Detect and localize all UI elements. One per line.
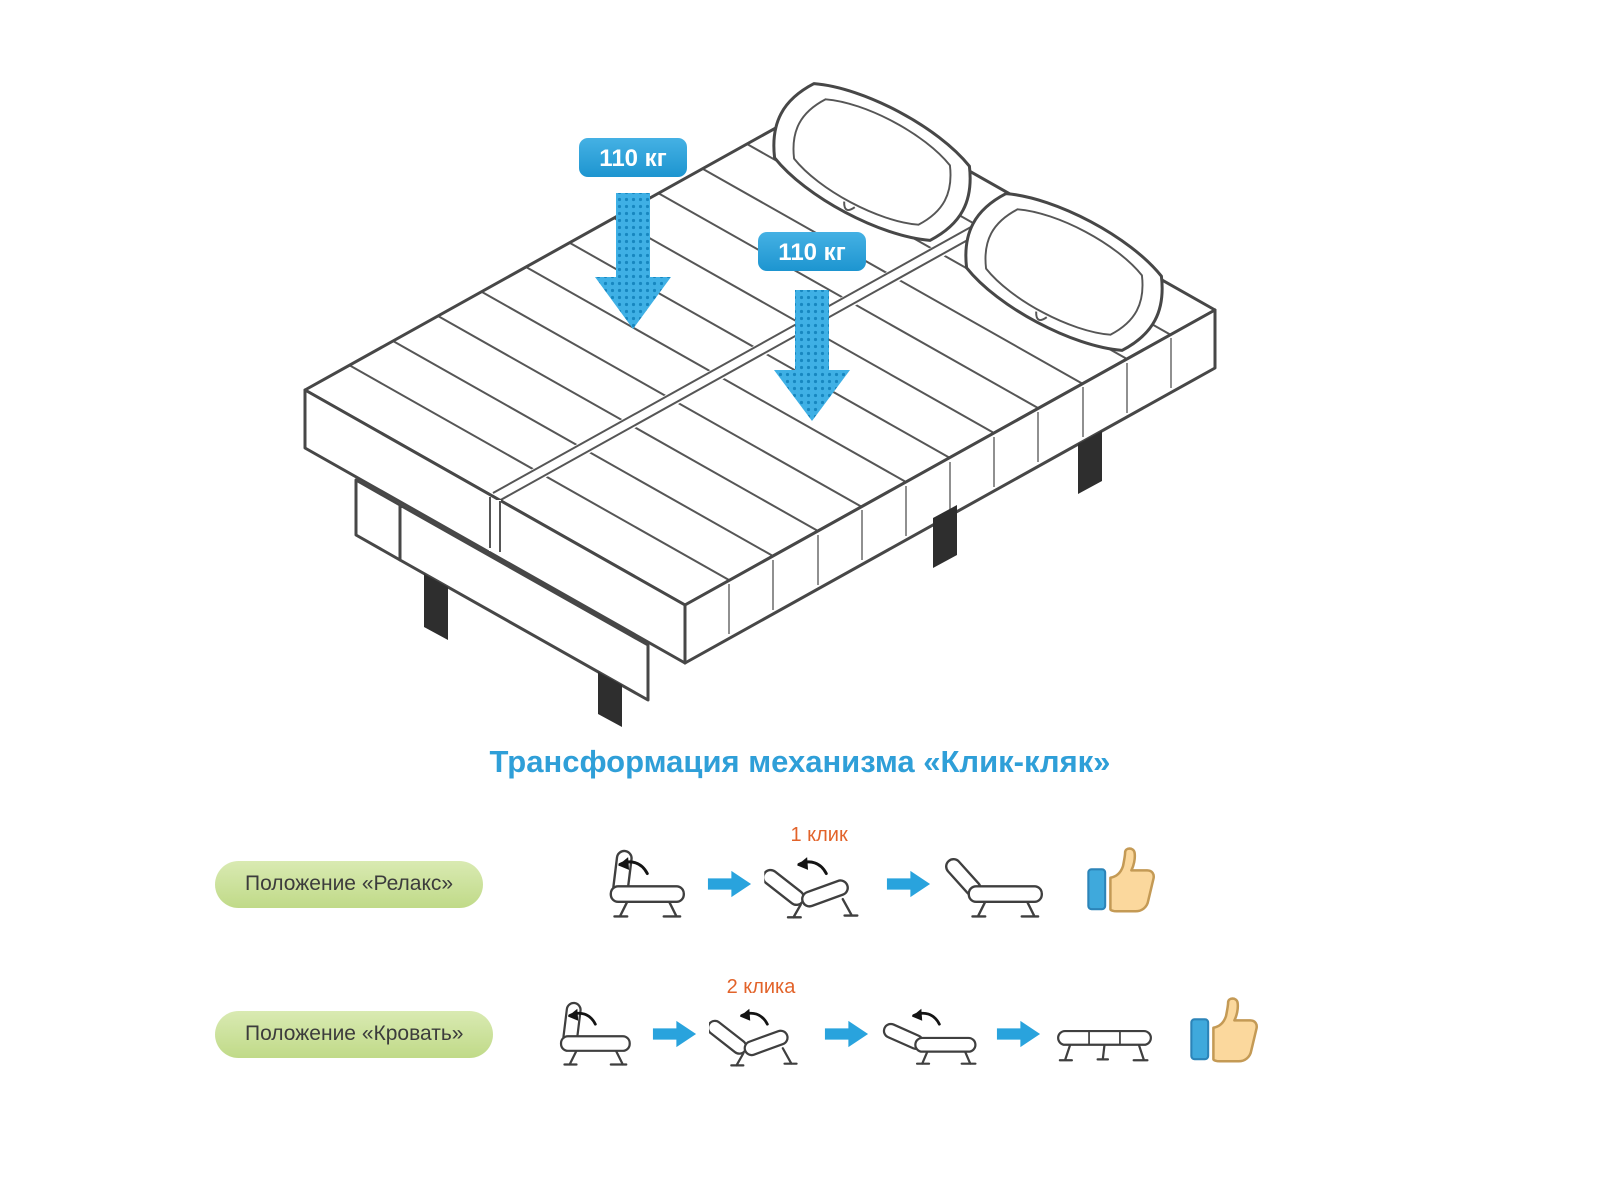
sofa-open-wide-icon xyxy=(881,1000,984,1069)
sofa-half-open-icon xyxy=(709,1000,812,1069)
pillow-icon xyxy=(772,82,972,242)
weight-badge: 110 кг xyxy=(758,232,866,271)
diagram-title: Трансформация механизма «Клик-кляк» xyxy=(489,744,1111,779)
down-arrow-icon xyxy=(595,193,671,329)
position-badge-label: Положение «Кровать» xyxy=(245,1022,464,1045)
click-count-label: 1 клик xyxy=(790,823,848,846)
position-badge-relax: Положение «Релакс» xyxy=(215,860,484,908)
arrow-right-icon xyxy=(652,1019,697,1049)
sofa-relax-icon xyxy=(943,848,1053,921)
sofa-closed-icon xyxy=(585,848,695,921)
down-arrow-icon xyxy=(774,290,850,421)
bed-flat-icon xyxy=(1053,1000,1156,1069)
step-with-click-label: 1 клик xyxy=(764,824,874,921)
arrow-right-icon xyxy=(707,869,752,899)
arrow-right-icon xyxy=(824,1019,869,1049)
sofa-closed-icon xyxy=(537,1000,640,1069)
sofa-bed-isometric-diagram: 110 кг 110 кг xyxy=(303,82,1217,727)
mattress-side-ticks xyxy=(728,338,1172,634)
thumbs-up-icon xyxy=(1081,842,1165,926)
arrow-right-icon xyxy=(996,1019,1041,1049)
weight-badge-label: 110 кг xyxy=(778,239,845,266)
arrow-right-icon xyxy=(886,869,931,899)
mattress-side-seam xyxy=(489,497,501,552)
position-badge-bed: Положение «Кровать» xyxy=(215,1010,494,1058)
position-badge-label: Положение «Релакс» xyxy=(245,872,454,895)
thumbs-up-icon xyxy=(1184,992,1268,1076)
relax-steps: 1 клик xyxy=(585,824,1165,926)
bed-position-row: Положение «Кровать» 2 клика xyxy=(215,976,1268,1076)
mattress-center-seam xyxy=(492,197,1028,503)
sofa-half-open-icon xyxy=(764,848,874,921)
sofa-legs xyxy=(424,431,1102,727)
step-with-click-label: 2 клика xyxy=(709,976,812,1069)
pillow-icon xyxy=(964,192,1164,352)
weight-badge: 110 кг xyxy=(579,138,687,177)
weight-badge-label: 110 кг xyxy=(599,145,666,172)
click-count-label: 2 клика xyxy=(726,975,796,998)
sofa-base-box xyxy=(354,478,650,702)
bed-steps: 2 клика xyxy=(537,976,1268,1076)
relax-position-row: Положение «Релакс» 1 клик xyxy=(215,824,1165,926)
